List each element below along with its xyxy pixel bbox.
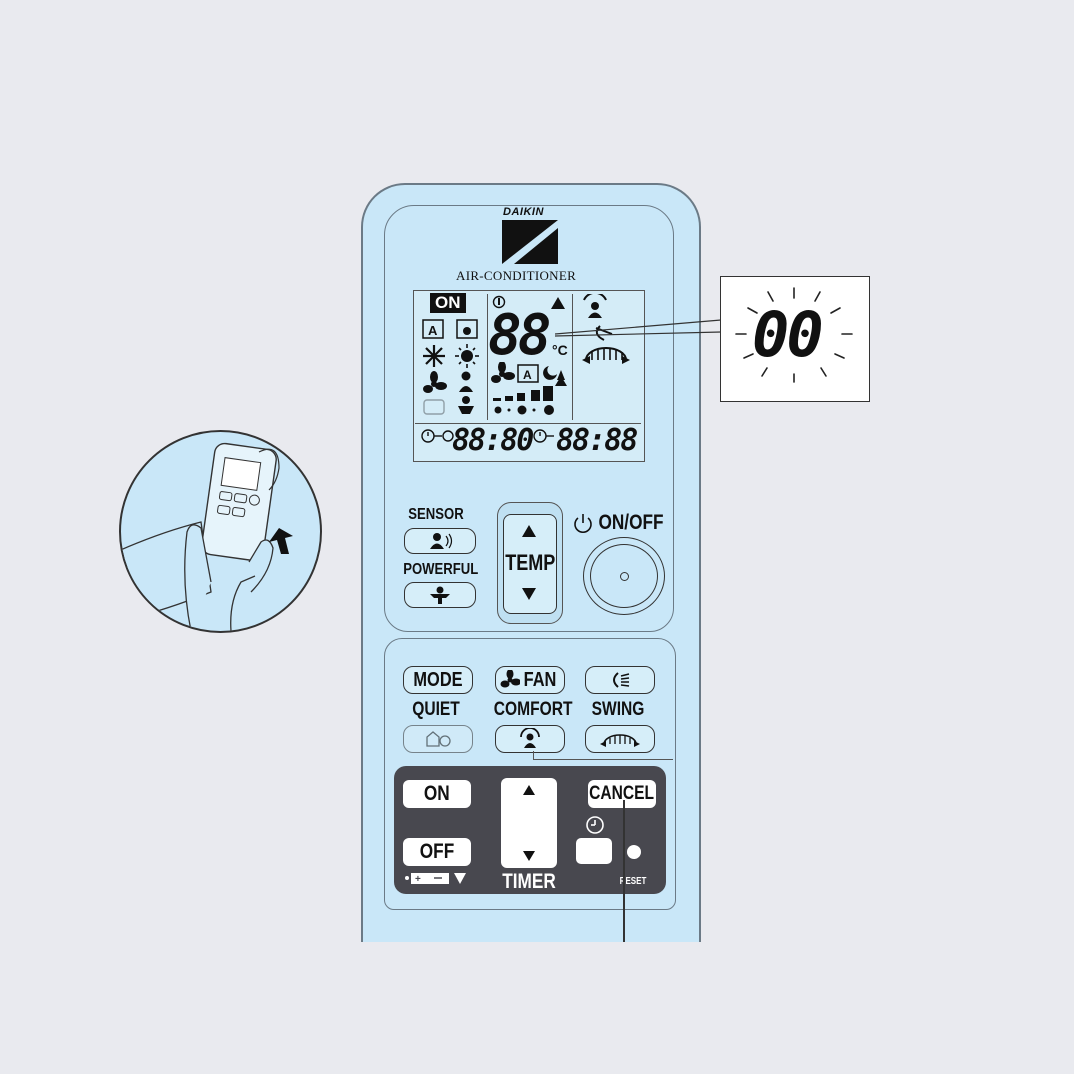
callout-blinking-digits: 00 bbox=[752, 298, 824, 371]
svg-text:A: A bbox=[523, 368, 532, 382]
horizontal-swing-icon bbox=[582, 347, 630, 364]
powerful-button[interactable] bbox=[404, 582, 476, 608]
onoff-label: ON/OFF bbox=[598, 511, 664, 534]
powerful-label: POWERFUL bbox=[403, 561, 479, 578]
timer-on-label: ON bbox=[424, 782, 450, 805]
comfort-button[interactable] bbox=[495, 725, 565, 753]
timer-on-clock-icon bbox=[421, 429, 454, 443]
svg-text:+: + bbox=[415, 874, 421, 885]
sensor-button[interactable] bbox=[404, 528, 476, 554]
battery-icon: + bbox=[405, 873, 466, 885]
timer-off-button[interactable]: OFF bbox=[403, 838, 471, 866]
mode-icons-group: A bbox=[422, 319, 479, 415]
powerful-mode-icon bbox=[458, 396, 474, 414]
lcd-on-badge: ON bbox=[430, 293, 466, 313]
timer-on-button[interactable]: ON bbox=[403, 780, 471, 808]
lcd-divider bbox=[487, 294, 488, 420]
comfort-leader-line bbox=[533, 759, 673, 760]
swing-button[interactable] bbox=[585, 725, 655, 753]
daikin-logo-icon bbox=[502, 220, 558, 264]
timer-label: TIMER bbox=[502, 870, 556, 893]
heat-mode-icon bbox=[455, 344, 479, 368]
blink-rays-icon bbox=[735, 287, 853, 383]
dry-mode-icon bbox=[456, 319, 478, 339]
air-conditioner-subtitle: AIR-CONDITIONER bbox=[456, 268, 577, 283]
lcd-timer-on-digits: 88:80 bbox=[452, 423, 534, 458]
horizontal-swing-icon bbox=[600, 734, 640, 747]
mode-label: MODE bbox=[413, 668, 463, 691]
cancel-pointer-line bbox=[623, 800, 625, 942]
vertical-swing-icon bbox=[613, 672, 630, 688]
fan-speed-icons-group: A bbox=[491, 362, 567, 415]
mode-button[interactable]: MODE bbox=[403, 666, 473, 694]
sensor-person-icon bbox=[459, 371, 473, 392]
sensor-label: SENSOR bbox=[408, 506, 464, 523]
vertical-swing-button[interactable] bbox=[585, 666, 655, 694]
fan-label: FAN bbox=[523, 668, 557, 691]
quiet-outdoor-icon bbox=[426, 731, 451, 747]
powerful-icon bbox=[430, 586, 450, 604]
auto-mode-icon: A bbox=[422, 319, 444, 339]
fan-speed-dots-icon bbox=[494, 405, 554, 415]
lcd-temperature-digits: 88 bbox=[488, 303, 551, 368]
hand-illustration-circle bbox=[119, 430, 322, 633]
callout-leader-line bbox=[555, 319, 722, 337]
comfort-mode-icon bbox=[520, 728, 540, 748]
vertical-swing-icon bbox=[595, 325, 613, 341]
svg-text:A: A bbox=[428, 323, 438, 338]
timer-off-clock-icon bbox=[533, 429, 554, 443]
onoff-button[interactable] bbox=[590, 544, 658, 608]
lcd-timer-off-digits: 88:88 bbox=[556, 423, 638, 458]
reset-button[interactable] bbox=[627, 845, 641, 859]
quiet-label: QUIET bbox=[412, 699, 460, 720]
lcd-divider bbox=[572, 294, 573, 420]
lcd-divider bbox=[415, 423, 641, 424]
lcd-temperature-unit: °C bbox=[552, 342, 568, 358]
reset-label: RESET bbox=[619, 876, 647, 887]
onoff-button-bezel[interactable] bbox=[583, 537, 665, 615]
temp-label: TEMP bbox=[505, 550, 556, 575]
comfort-mode-icon bbox=[583, 294, 607, 318]
clock-icon bbox=[586, 816, 604, 834]
triangle-up-indicator-icon bbox=[551, 297, 565, 309]
temp-up-arrow-icon[interactable] bbox=[521, 524, 537, 538]
cool-mode-icon bbox=[423, 345, 445, 367]
auto-fan-icon: A bbox=[517, 364, 539, 383]
callout-box bbox=[720, 276, 870, 402]
cancel-label: CANCEL bbox=[589, 783, 655, 804]
comfort-swing-icons-group bbox=[582, 294, 630, 364]
brand-logo-text: DAIKIN bbox=[503, 206, 544, 218]
comfort-label: COMFORT bbox=[493, 699, 573, 720]
temp-down-arrow-icon[interactable] bbox=[521, 587, 537, 601]
fan-speed-bars-icon bbox=[493, 386, 553, 401]
fan-button[interactable]: FAN bbox=[495, 666, 565, 694]
cancel-button[interactable]: CANCEL bbox=[588, 780, 656, 808]
onoff-indicator-dot bbox=[619, 571, 629, 581]
thermometer-icon bbox=[492, 295, 506, 309]
clock-button[interactable] bbox=[576, 838, 612, 864]
swing-label: SWING bbox=[591, 699, 645, 720]
timer-up-arrow-icon[interactable] bbox=[522, 784, 536, 796]
fan-icon bbox=[500, 670, 520, 688]
quiet-button[interactable] bbox=[403, 725, 473, 753]
power-icon bbox=[574, 514, 592, 533]
timer-down-arrow-icon[interactable] bbox=[522, 850, 536, 862]
sensor-person-icon bbox=[430, 533, 453, 549]
timer-off-label: OFF bbox=[419, 840, 455, 863]
fan-icon bbox=[491, 362, 515, 383]
econo-mode-icon bbox=[423, 399, 445, 415]
night-quiet-icon bbox=[543, 366, 567, 386]
fan-mode-icon bbox=[423, 371, 447, 393]
hand-holding-remote-icon bbox=[121, 442, 293, 631]
comfort-leader-line bbox=[533, 751, 534, 759]
